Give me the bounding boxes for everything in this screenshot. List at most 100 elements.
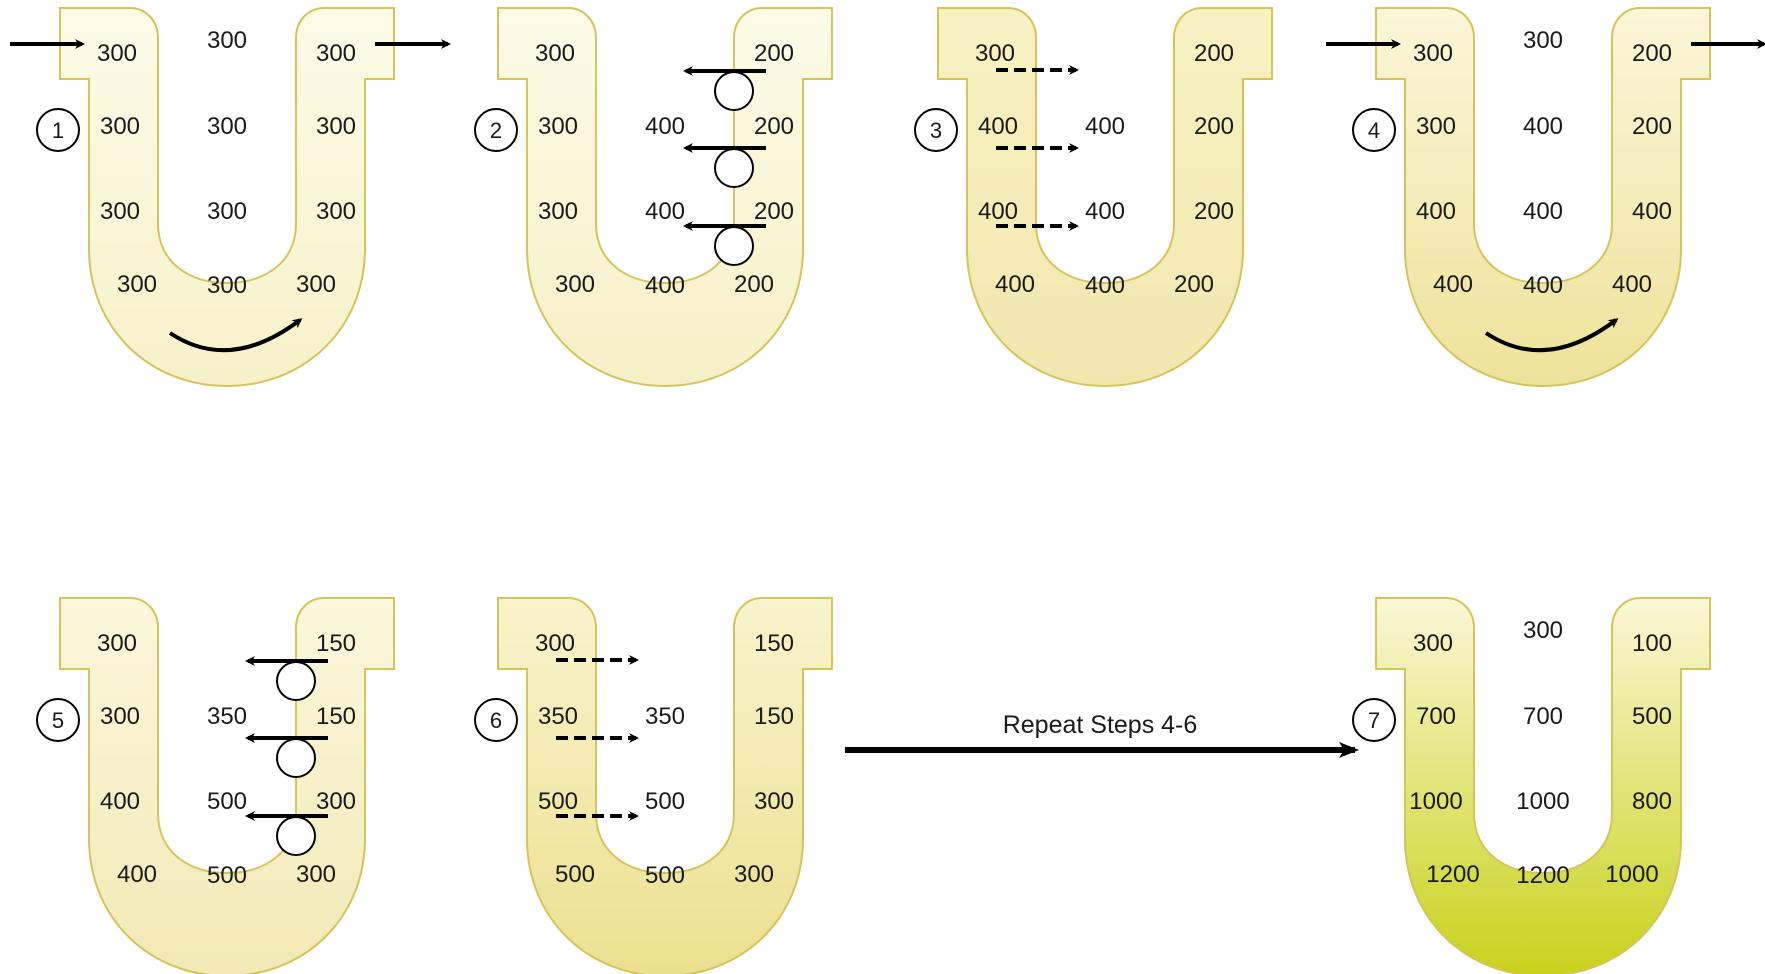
right-limb-value: 200 <box>1632 113 1672 140</box>
left-limb-value: 300 <box>100 198 140 225</box>
step-number-badge: 4 <box>1352 108 1396 152</box>
active-transport-pump-3 <box>245 811 328 856</box>
interstitial-value: 700 <box>1523 703 1563 730</box>
left-limb-value: 300 <box>100 703 140 730</box>
right-limb-value: 150 <box>316 630 356 657</box>
interstitial-value: 400 <box>1085 198 1125 225</box>
active-transport-pump-3 <box>683 221 766 266</box>
step-number-badge: 7 <box>1352 698 1396 742</box>
interstitial-value: 500 <box>645 788 685 815</box>
repeat-arrow: Repeat Steps 4-6 <box>845 711 1359 758</box>
step-number: 2 <box>490 118 502 143</box>
left-limb-value: 300 <box>1413 40 1453 67</box>
right-limb-value: 300 <box>316 788 356 815</box>
left-limb-value: 300 <box>1413 630 1453 657</box>
left-limb-value: 400 <box>1433 271 1473 298</box>
left-limb-value: 300 <box>555 271 595 298</box>
step-number: 3 <box>930 118 942 143</box>
right-limb-value: 100 <box>1632 630 1672 657</box>
left-limb-value: 400 <box>978 113 1018 140</box>
loop-tube <box>937 7 1273 388</box>
left-limb-value: 400 <box>100 788 140 815</box>
flow-curve-arrow <box>168 318 303 353</box>
step-number: 6 <box>490 708 502 733</box>
left-limb-value: 400 <box>995 271 1035 298</box>
top-center-value: 300 <box>1523 617 1563 644</box>
left-limb-value: 400 <box>978 198 1018 225</box>
right-limb-value: 800 <box>1632 788 1672 815</box>
interstitial-value: 1200 <box>1516 862 1569 889</box>
right-limb-value: 200 <box>1194 40 1234 67</box>
left-limb-value: 1000 <box>1409 788 1462 815</box>
left-limb-value: 400 <box>117 861 157 888</box>
left-limb-value: 300 <box>100 113 140 140</box>
left-limb-value: 300 <box>538 113 578 140</box>
interstitial-value: 300 <box>207 198 247 225</box>
flow-curve-arrow <box>1484 318 1619 353</box>
left-limb-value: 300 <box>117 271 157 298</box>
right-limb-value: 400 <box>1632 198 1672 225</box>
right-limb-value: 300 <box>316 198 356 225</box>
step-number-badge: 1 <box>36 108 80 152</box>
loop-tube <box>1375 597 1711 974</box>
interstitial-value: 300 <box>207 113 247 140</box>
interstitial-value: 400 <box>645 113 685 140</box>
interstitial-value: 300 <box>207 272 247 299</box>
left-limb-value: 500 <box>538 788 578 815</box>
step-number-badge: 5 <box>36 698 80 742</box>
step-number-badge: 2 <box>474 108 518 152</box>
right-limb-value: 300 <box>316 113 356 140</box>
step-5-panel: 5 300 300 400 400 350 500 500 150 150 300 300 <box>36 597 395 974</box>
step-number: 5 <box>52 708 64 733</box>
right-limb-value: 200 <box>754 40 794 67</box>
interstitial-value: 350 <box>645 703 685 730</box>
active-transport-pump-2 <box>683 143 766 188</box>
left-limb-value: 1200 <box>1426 861 1479 888</box>
top-center-value: 300 <box>207 27 247 54</box>
interstitial-value: 500 <box>207 862 247 889</box>
interstitial-value: 350 <box>207 703 247 730</box>
left-limb-value: 300 <box>975 40 1015 67</box>
right-limb-value: 150 <box>316 703 356 730</box>
left-limb-value: 300 <box>535 630 575 657</box>
step-7-panel: 7300700100012007001000120010050080010003… <box>1352 597 1711 974</box>
interstitial-value: 400 <box>1523 198 1563 225</box>
interstitial-value: 400 <box>1085 272 1125 299</box>
left-limb-value: 500 <box>555 861 595 888</box>
right-limb-value: 300 <box>296 861 336 888</box>
right-limb-value: 300 <box>734 861 774 888</box>
interstitial-value: 500 <box>645 862 685 889</box>
interstitial-value: 400 <box>645 272 685 299</box>
active-transport-pump-2 <box>245 733 328 778</box>
right-limb-value: 200 <box>1632 40 1672 67</box>
left-limb-value: 700 <box>1416 703 1456 730</box>
repeat-steps-label: Repeat Steps 4-6 <box>1003 711 1198 739</box>
interstitial-value: 400 <box>1523 272 1563 299</box>
loop-tube <box>497 597 833 974</box>
right-limb-value: 300 <box>316 40 356 67</box>
left-limb-value: 300 <box>97 40 137 67</box>
step-number-badge: 3 <box>914 108 958 152</box>
right-limb-value: 200 <box>754 198 794 225</box>
right-limb-value: 200 <box>1174 271 1214 298</box>
interstitial-value: 500 <box>207 788 247 815</box>
right-limb-value: 150 <box>754 703 794 730</box>
active-transport-pump-1 <box>245 656 328 701</box>
left-limb-value: 400 <box>1416 198 1456 225</box>
left-limb-value: 300 <box>1416 113 1456 140</box>
right-limb-value: 150 <box>754 630 794 657</box>
right-limb-value: 200 <box>754 113 794 140</box>
right-limb-value: 200 <box>734 271 774 298</box>
step-number: 1 <box>52 118 64 143</box>
right-limb-value: 500 <box>1632 703 1672 730</box>
interstitial-value: 400 <box>645 198 685 225</box>
loop-tube <box>1375 7 1711 388</box>
left-limb-value: 300 <box>538 198 578 225</box>
left-limb-value: 300 <box>97 630 137 657</box>
